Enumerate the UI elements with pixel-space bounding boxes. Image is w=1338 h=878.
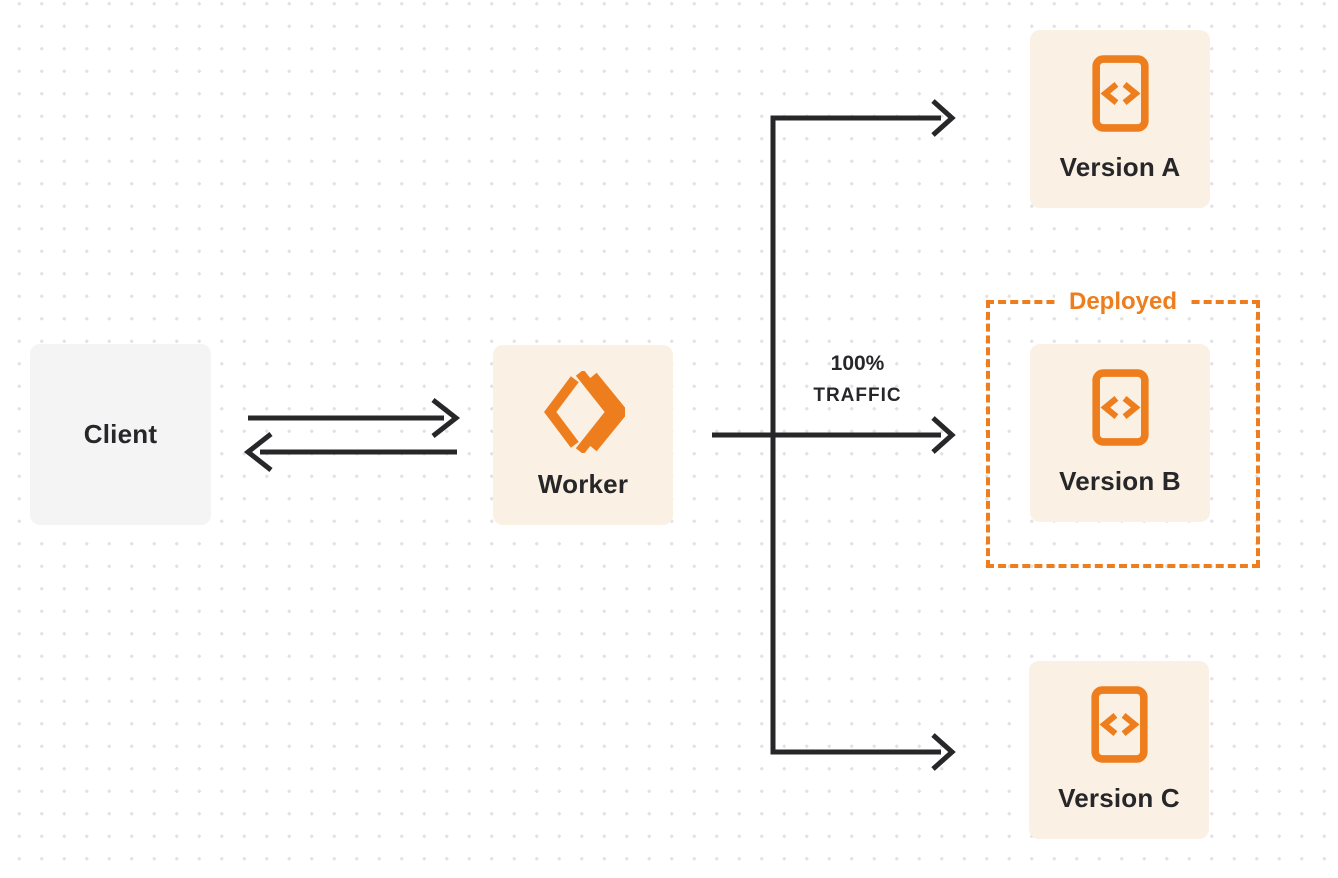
code-file-icon — [1091, 55, 1149, 137]
cloudflare-workers-logo-icon — [541, 370, 625, 453]
arrow-to-version-c — [931, 733, 956, 771]
client-node: Client — [30, 344, 211, 525]
deployed-badge: Deployed — [1054, 287, 1192, 317]
arrow-worker-to-client — [243, 432, 457, 472]
deployed-frame: Deployed — [986, 287, 1260, 568]
version-a-node: Version A — [1030, 30, 1210, 208]
version-c-node: Version C — [1029, 661, 1209, 839]
worker-node: Worker — [493, 345, 673, 525]
arrow-to-version-a — [931, 99, 956, 137]
version-a-label: Version A — [1059, 152, 1181, 182]
client-label: Client — [83, 419, 158, 449]
version-c-label: Version C — [1058, 783, 1180, 813]
traffic-percentage: 100% — [830, 352, 885, 375]
traffic-label: 100% TRAFFIC — [785, 348, 930, 412]
code-file-icon — [1091, 369, 1149, 451]
arrow-worker-to-version-b — [712, 416, 956, 454]
version-b-label: Version B — [1059, 466, 1181, 496]
code-file-icon — [1090, 686, 1148, 768]
worker-label: Worker — [537, 468, 629, 499]
version-b-node: Version B — [1030, 344, 1210, 522]
arrow-client-to-worker — [248, 398, 461, 438]
traffic-word: TRAFFIC — [813, 385, 902, 406]
